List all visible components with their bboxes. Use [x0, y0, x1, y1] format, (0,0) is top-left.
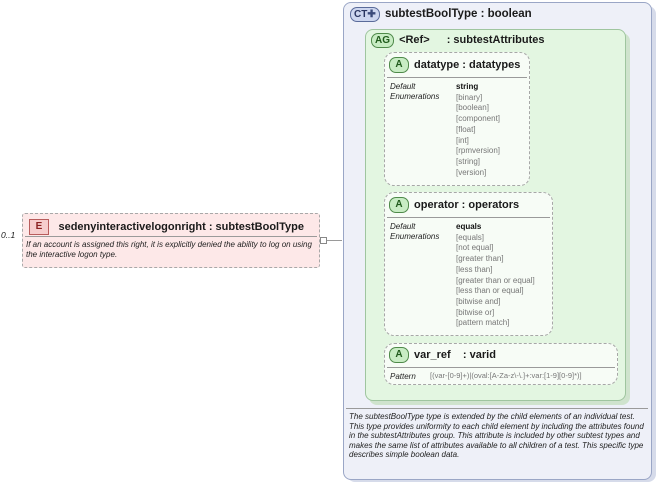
connector-line: [320, 240, 342, 241]
element-title: sedenyinteractivelogonright : subtestBoo…: [58, 220, 304, 233]
attribute-operator-title: operator : operators: [414, 199, 520, 211]
expand-collapse-icon[interactable]: [320, 237, 327, 244]
enum-value: [less than or equal]: [456, 286, 524, 296]
complex-type-separator: [346, 408, 648, 409]
attribute-operator-node[interactable]: [384, 192, 553, 336]
enum-value: [bitwise and]: [456, 296, 501, 306]
enum-value: [component]: [456, 114, 501, 124]
attribute-group-name: : subtestAttributes: [446, 34, 545, 46]
attribute-datatype-node[interactable]: [384, 52, 530, 186]
attribute-badge: A: [389, 347, 409, 363]
element-occurrence: 0..1: [1, 230, 16, 240]
attribute-group-header: AG <Ref> : subtestAttributes: [371, 33, 544, 48]
attribute-separator: [387, 217, 550, 218]
enum-value: [not equal]: [456, 243, 494, 253]
attribute-separator: [387, 77, 527, 78]
enum-value: [bitwise or]: [456, 307, 495, 317]
element-badge: E: [29, 218, 49, 235]
enum-value: [rpmversion]: [456, 146, 501, 156]
datatype-values: string [binary] [boolean] [component] [f…: [456, 82, 500, 178]
enum-value: [less than]: [456, 264, 493, 274]
attribute-varref-node[interactable]: [384, 343, 618, 385]
attribute-badge: A: [389, 197, 409, 213]
attribute-datatype-title: datatype : datatypes: [414, 59, 521, 71]
attribute-badge: A: [389, 57, 409, 73]
enum-value: [greater than or equal]: [456, 275, 535, 285]
element-separator: [25, 236, 317, 237]
complex-type-header: CT✚ subtestBoolType : boolean: [350, 7, 532, 22]
enum-value: [boolean]: [456, 103, 489, 113]
complex-type-badge: CT✚: [350, 7, 380, 22]
complex-type-title: subtestBoolType : boolean: [384, 8, 532, 20]
enum-value: [binary]: [456, 92, 483, 102]
enum-value: [version]: [456, 167, 487, 177]
default-label: Default: [390, 222, 416, 231]
attribute-group-ref: <Ref>: [399, 34, 430, 46]
enum-value: [string]: [456, 156, 481, 166]
attribute-group-badge: AG: [371, 33, 394, 48]
pattern-label: Pattern: [390, 372, 416, 381]
enum-value: [equals]: [456, 232, 485, 242]
enumerations-label: Enumerations: [390, 92, 440, 101]
enum-value: [greater than]: [456, 254, 504, 264]
operator-values: equals [equals] [not equal] [greater tha…: [456, 222, 535, 329]
element-documentation: If an account is assigned this right, it…: [26, 240, 312, 259]
enum-value: [float]: [456, 124, 476, 134]
attribute-varref-title: var_ref : varid: [414, 349, 496, 361]
default-label: Default: [390, 82, 416, 91]
element-header: E sedenyinteractivelogonright : subtestB…: [29, 218, 304, 236]
complex-type-documentation: The subtestBoolType type is extended by …: [349, 412, 644, 459]
element-node[interactable]: [22, 213, 320, 268]
default-value: string: [456, 82, 479, 91]
attribute-separator: [387, 367, 615, 368]
pattern-value: [(var-[0-9]+)|(oval:[A-Za-z\-\.]+:var:[1…: [430, 371, 582, 380]
enumerations-label: Enumerations: [390, 232, 440, 241]
default-value: equals: [456, 222, 482, 231]
enum-value: [int]: [456, 135, 469, 145]
enum-value: [pattern match]: [456, 318, 510, 328]
